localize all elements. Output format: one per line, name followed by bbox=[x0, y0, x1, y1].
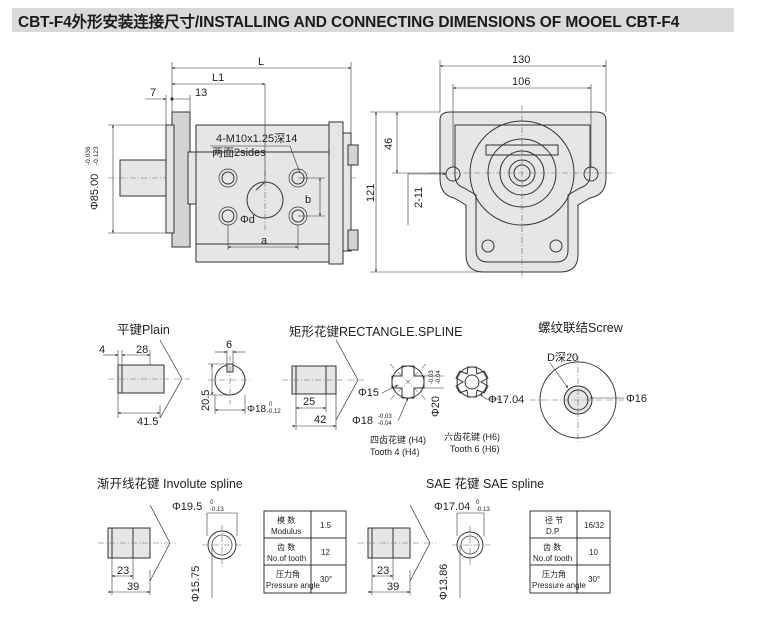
sae-spline-shaft: SAE 花键 SAE spline 23 39 Φ17.04 0 -0.13 Φ… bbox=[358, 476, 611, 600]
rect-dim-phi15: Φ15 bbox=[358, 387, 379, 399]
dim-106: 106 bbox=[512, 76, 530, 88]
involute-tol-lower: -0.13 bbox=[210, 507, 224, 513]
dim-121: 121 bbox=[365, 184, 377, 202]
dim-130: 130 bbox=[512, 54, 530, 66]
plain-tol-upper: 0 bbox=[269, 402, 273, 408]
sae-tol-upper: 0 bbox=[476, 500, 480, 506]
screw-shaft: 螺纹联结Screw D深20 Φ16 bbox=[530, 321, 647, 444]
sae-table: 径 节 D.P 16/32 齿 数 No.of tooth 10 压力角 Pre… bbox=[529, 510, 611, 594]
involute-row3-value: 30° bbox=[320, 575, 332, 584]
plain-dim-6: 6 bbox=[226, 339, 232, 351]
involute-row1-en: Modulus bbox=[271, 527, 301, 536]
tol-phi85-upper: -0.036 bbox=[85, 146, 92, 165]
plain-dim-phi18: Φ18 bbox=[247, 404, 267, 415]
sae-row2-cn: 齿 数 bbox=[543, 542, 561, 552]
plain-title: 平键Plain bbox=[117, 323, 170, 337]
sae-row2-value: 10 bbox=[589, 548, 598, 557]
involute-dim-39: 39 bbox=[127, 581, 139, 593]
sae-row1-en: D.P bbox=[546, 527, 559, 536]
sae-dim-39: 39 bbox=[387, 581, 399, 593]
involute-spline-shaft: 渐开线花键 Involute spline 23 39 Φ19.5 0 -0.1… bbox=[97, 476, 347, 602]
rect-h6-en: Tooth 6 (H6) bbox=[450, 444, 500, 454]
pump-side-view: 130 106 46 121 2-11 bbox=[365, 54, 615, 280]
screw-dim-d20: D深20 bbox=[547, 351, 578, 364]
sae-dim-phi13-86: Φ13.86 bbox=[438, 564, 450, 600]
rect-dim-phi20: Φ20 bbox=[430, 396, 442, 417]
title-bar: CBT-F4外形安装连接尺寸/INSTALLING AND CONNECTING… bbox=[12, 8, 734, 32]
involute-title: 渐开线花键 Involute spline bbox=[97, 476, 243, 491]
page-title: CBT-F4外形安装连接尺寸/INSTALLING AND CONNECTING… bbox=[18, 14, 680, 31]
dim-phi85: Φ85.00 bbox=[89, 174, 101, 210]
involute-row2-cn: 齿 数 bbox=[277, 542, 295, 552]
thread-note: 4-M10x1.25深14 bbox=[216, 132, 297, 145]
involute-row2-value: 12 bbox=[321, 548, 330, 557]
involute-dim-23: 23 bbox=[117, 565, 129, 577]
dim-2-11: 2-11 bbox=[413, 187, 425, 208]
rect-tol18-upper: -0.03 bbox=[378, 414, 392, 420]
screw-dim-phi16: Φ16 bbox=[626, 393, 647, 405]
sae-row3-en: Pressure angle bbox=[532, 581, 586, 590]
sae-row2-en: No.of tooth bbox=[533, 554, 572, 563]
dim-b: b bbox=[305, 194, 311, 206]
dim-7: 7 bbox=[150, 87, 156, 99]
rect-dim-phi18: Φ18 bbox=[352, 415, 373, 427]
plain-dim-20-5: 20.5 bbox=[200, 390, 212, 411]
sae-row1-cn: 径 节 bbox=[545, 515, 563, 525]
dim-phi-d: Φd bbox=[240, 214, 255, 226]
dim-46: 46 bbox=[383, 138, 395, 150]
involute-dim-phi15-75: Φ15.75 bbox=[190, 566, 202, 602]
rectangle-spline-shaft: 矩形花键RECTANGLE.SPLINE 25 42 Φ15 Φ18 -0.03… bbox=[282, 324, 524, 457]
involute-row1-cn: 模 数 bbox=[277, 515, 295, 525]
rect-tol20-lower: -0.04 bbox=[436, 370, 442, 384]
sae-tol-lower: -0.13 bbox=[476, 507, 490, 513]
rect-dim-25: 25 bbox=[303, 396, 315, 408]
tol-phi85-lower: -0.123 bbox=[93, 146, 100, 165]
rect-spline-title: 矩形花键RECTANGLE.SPLINE bbox=[289, 324, 462, 339]
dim-L: L bbox=[258, 56, 264, 68]
dim-a: a bbox=[261, 235, 268, 247]
sae-dim-phi17-04: Φ17.04 bbox=[434, 501, 470, 513]
involute-tol-upper: 0 bbox=[210, 500, 214, 506]
rect-dim-42: 42 bbox=[314, 414, 326, 426]
plain-dim-28: 28 bbox=[136, 344, 148, 356]
involute-dim-phi19-5: Φ19.5 bbox=[172, 501, 202, 513]
sae-row3-value: 30° bbox=[588, 575, 600, 584]
dim-L1: L1 bbox=[212, 72, 224, 84]
rect-h6-cn: 六齿花键 (H6) bbox=[444, 431, 500, 442]
pump-front-view: L L1 7 13 Φ85.00 -0.036 -0.123 4-M10x1.2… bbox=[85, 56, 359, 265]
sae-dim-23: 23 bbox=[377, 565, 389, 577]
plain-dim-41-5: 41.5 bbox=[137, 416, 158, 428]
involute-table: 模 数 Modulus 1.5 齿 数 No.of tooth 12 压力角 P… bbox=[263, 510, 347, 594]
dim-13: 13 bbox=[195, 87, 207, 99]
rect-h4-en: Tooth 4 (H4) bbox=[370, 447, 420, 457]
sae-title: SAE 花键 SAE spline bbox=[426, 476, 544, 491]
rect-dim-phi17-04: Φ17.04 bbox=[488, 394, 524, 406]
involute-row3-en: Pressure angle bbox=[266, 581, 320, 590]
plain-dim-4: 4 bbox=[99, 344, 105, 356]
sae-row3-cn: 压力角 bbox=[542, 569, 566, 579]
rect-tol20-upper: -0.03 bbox=[429, 370, 435, 384]
plain-shaft: 平键Plain 4 28 41.5 6 20.5 Φ18 0 bbox=[99, 323, 281, 428]
involute-row3-cn: 压力角 bbox=[276, 569, 300, 579]
involute-row1-value: 1.5 bbox=[320, 521, 332, 530]
sae-row1-value: 16/32 bbox=[584, 521, 605, 530]
plain-tol-lower: -0.12 bbox=[267, 409, 281, 415]
rect-tol18-lower: -0.04 bbox=[378, 421, 392, 427]
thread-note-sides: 两面2sides bbox=[212, 147, 266, 159]
screw-title: 螺纹联结Screw bbox=[538, 321, 624, 335]
involute-row2-en: No.of tooth bbox=[267, 554, 306, 563]
rect-h4-cn: 四齿花键 (H4) bbox=[370, 434, 426, 445]
